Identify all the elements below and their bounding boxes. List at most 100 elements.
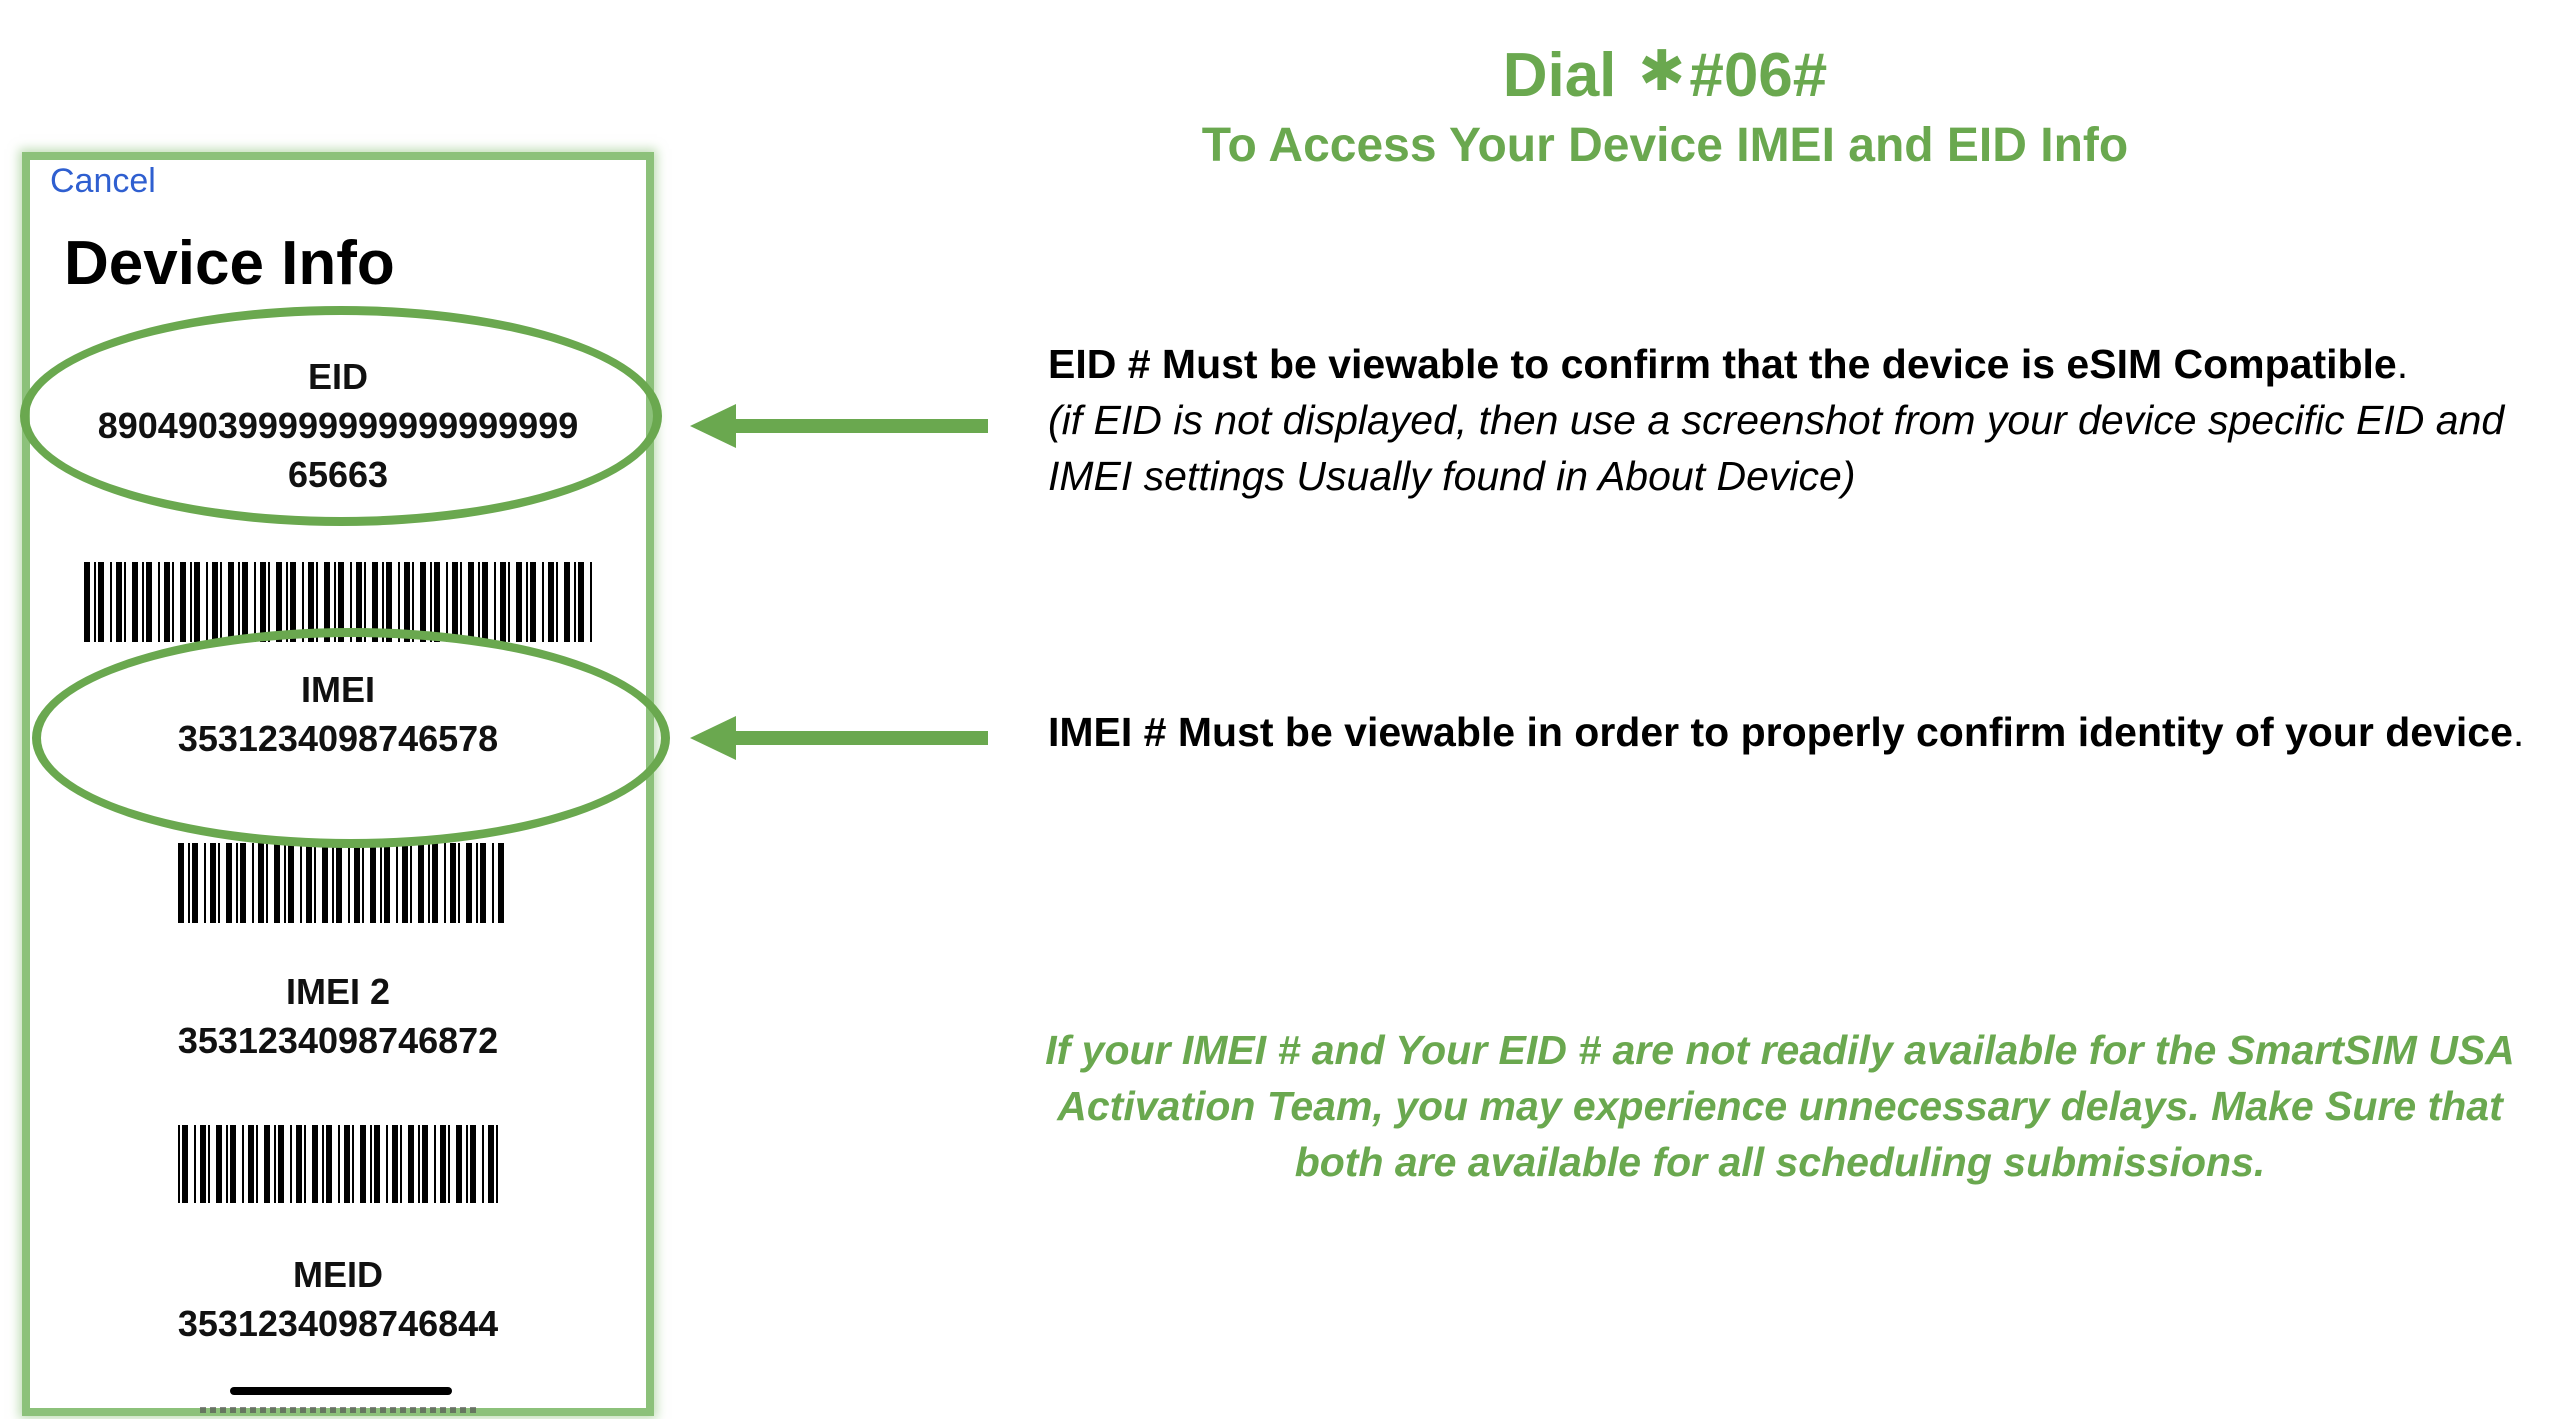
barcode-bar bbox=[182, 1125, 188, 1203]
barcode-bar bbox=[482, 562, 488, 642]
barcode-bar bbox=[302, 562, 304, 642]
imei-requirement-period: . bbox=[2512, 709, 2525, 755]
barcode-bar bbox=[404, 562, 410, 642]
barcode-bar bbox=[312, 1125, 318, 1203]
barcode-bar bbox=[492, 843, 494, 923]
barcode-bar bbox=[450, 843, 456, 923]
barcode-bar bbox=[354, 843, 360, 923]
barcode-bar bbox=[248, 1125, 254, 1203]
barcode-bar bbox=[334, 562, 336, 642]
barcode-bar bbox=[452, 562, 458, 642]
barcode-bar bbox=[542, 562, 544, 642]
barcode-bar bbox=[578, 562, 584, 642]
barcode-bar bbox=[480, 843, 486, 923]
barcode-bar bbox=[526, 562, 528, 642]
barcode-bar bbox=[260, 562, 266, 642]
barcode-bar bbox=[84, 562, 90, 642]
barcode-bar bbox=[322, 843, 328, 923]
barcode-bar bbox=[422, 1125, 428, 1203]
barcode-bar bbox=[478, 562, 480, 642]
barcode-bar bbox=[256, 1125, 258, 1203]
barcode-bar bbox=[266, 843, 268, 923]
barcode-bar bbox=[274, 843, 280, 923]
barcode-bar bbox=[402, 843, 408, 923]
barcode-bar bbox=[142, 562, 144, 642]
warning-line1: If your IMEI # and Your EID # are not re… bbox=[1045, 1027, 2515, 1073]
dial-instruction: Dial✱#06# bbox=[0, 39, 2560, 111]
barcode-bar bbox=[242, 562, 248, 642]
imei-requirement-note: IMEI # Must be viewable in order to prop… bbox=[1048, 704, 2524, 760]
barcode-bar bbox=[466, 843, 472, 923]
barcode-bar bbox=[556, 562, 558, 642]
barcode-bar bbox=[336, 843, 342, 923]
barcode-bar bbox=[268, 562, 270, 642]
imei2-value: 3531234098746872 bbox=[177, 1020, 499, 1061]
barcode-bar bbox=[498, 843, 504, 923]
barcode-bar bbox=[400, 1125, 402, 1203]
barcode-bar bbox=[226, 843, 232, 923]
barcode-bar bbox=[408, 1125, 414, 1203]
barcode-bar bbox=[190, 562, 192, 642]
barcode-bar bbox=[338, 562, 344, 642]
page-subtitle: To Access Your Device IMEI and EID Info bbox=[1201, 119, 2129, 172]
barcode-bar bbox=[508, 562, 510, 642]
barcode-bar bbox=[372, 562, 378, 642]
barcode-bar bbox=[188, 843, 190, 923]
barcode-bar bbox=[374, 1125, 380, 1203]
barcode-bar bbox=[434, 1125, 436, 1203]
barcode-bar bbox=[418, 843, 424, 923]
barcode-bar bbox=[398, 562, 400, 642]
barcode-bar bbox=[392, 1125, 398, 1203]
barcode-bar bbox=[494, 562, 496, 642]
barcode-bar bbox=[516, 562, 522, 642]
barcode-bar bbox=[308, 562, 314, 642]
device-info-title: Device Info bbox=[64, 229, 395, 298]
barcode-bar bbox=[332, 843, 334, 923]
eid-pointer-arrow-icon bbox=[690, 404, 988, 448]
barcode-bar bbox=[240, 843, 246, 923]
barcode-bar bbox=[178, 843, 184, 923]
barcode-bar bbox=[276, 562, 282, 642]
barcode-bar bbox=[206, 562, 208, 642]
barcode-bar bbox=[382, 562, 384, 642]
barcode-bar bbox=[380, 843, 382, 923]
barcode-bar bbox=[360, 1125, 366, 1203]
cancel-button[interactable]: Cancel bbox=[50, 162, 156, 200]
barcode-bar bbox=[228, 562, 234, 642]
barcode-bar bbox=[468, 562, 474, 642]
barcode-bar bbox=[530, 562, 536, 642]
barcode-bar bbox=[252, 843, 254, 923]
barcode-bar bbox=[456, 1125, 462, 1203]
barcode-bar bbox=[432, 843, 438, 923]
barcode-bar bbox=[264, 1125, 270, 1203]
barcode-bar bbox=[386, 562, 392, 642]
barcode-bar bbox=[226, 1125, 228, 1203]
barcode-bar bbox=[344, 1125, 350, 1203]
barcode-bar bbox=[592, 562, 596, 642]
barcode-bar bbox=[230, 1125, 236, 1203]
barcode-bar bbox=[300, 843, 302, 923]
barcode-bar bbox=[322, 1125, 324, 1203]
cutoff-text-fragment bbox=[200, 1407, 480, 1413]
barcode-bar bbox=[410, 843, 412, 923]
barcode-bar bbox=[500, 562, 506, 642]
barcode-bar bbox=[172, 562, 174, 642]
barcode-bar bbox=[238, 562, 240, 642]
barcode-bar bbox=[548, 562, 554, 642]
barcode-bar bbox=[430, 562, 432, 642]
asterisk-icon: ✱ bbox=[1638, 39, 1686, 104]
barcode-bar bbox=[496, 1125, 498, 1203]
barcode-bar bbox=[386, 1125, 388, 1203]
barcode-bar bbox=[124, 562, 126, 642]
barcode-bar bbox=[208, 1125, 210, 1203]
barcode-bar bbox=[488, 1125, 494, 1203]
barcode-bar bbox=[210, 843, 216, 923]
barcode-bar bbox=[420, 562, 426, 642]
barcode-bar bbox=[94, 562, 96, 642]
barcode-bar bbox=[356, 562, 362, 642]
barcode-bar bbox=[352, 1125, 354, 1203]
barcode-bar bbox=[396, 843, 398, 923]
barcode-bar bbox=[178, 1125, 180, 1203]
dial-prefix: Dial bbox=[1502, 41, 1617, 110]
barcode-bar bbox=[296, 1125, 302, 1203]
